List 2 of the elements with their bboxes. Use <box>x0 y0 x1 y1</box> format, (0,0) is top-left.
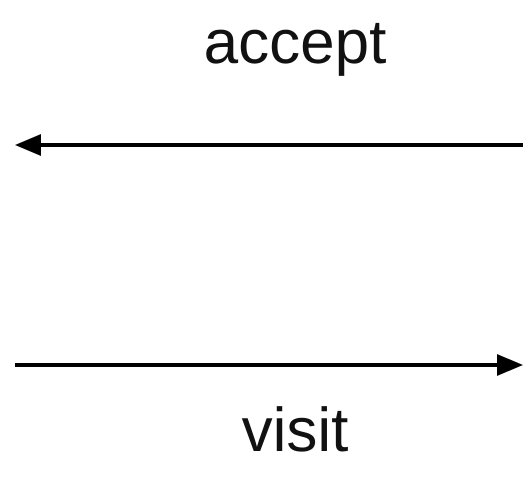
arrow-label: accept <box>204 12 386 74</box>
arrow-label: visit <box>242 400 348 462</box>
